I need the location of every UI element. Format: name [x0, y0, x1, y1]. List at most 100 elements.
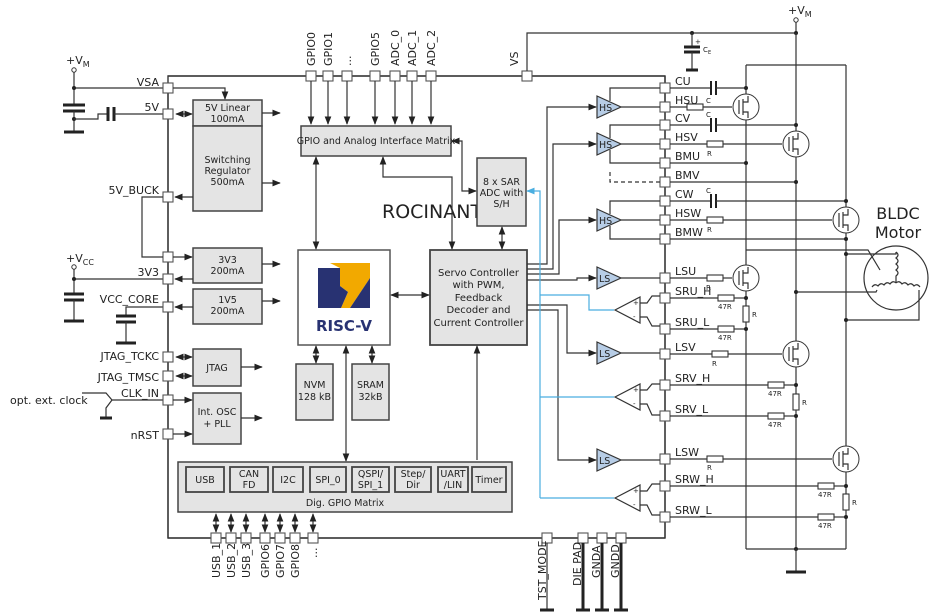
pin-jtag-tmsc-pad[interactable]: [162, 370, 174, 382]
pin-pad[interactable]: [659, 292, 671, 304]
pin-gndd-pad[interactable]: [615, 532, 627, 544]
pin-3v3-in-pad[interactable]: [162, 251, 174, 263]
pin-gpio7-pad[interactable]: [274, 532, 286, 544]
pin-usb1: USB_1: [210, 532, 223, 578]
pin-pad[interactable]: [659, 157, 671, 169]
svg-text:ADC with: ADC with: [480, 188, 524, 199]
svg-text:HS: HS: [599, 216, 612, 227]
pin-bmu: BMU: [659, 150, 700, 169]
pin-gpio8-pad[interactable]: [289, 532, 301, 544]
buck-feedback-wire: [141, 196, 163, 258]
pin-pad[interactable]: [659, 82, 671, 94]
pin-label: LSV: [675, 341, 696, 354]
mosfet-high-v: [782, 130, 810, 158]
pin-gpio6-pad[interactable]: [259, 532, 271, 544]
pin-adc0-pad[interactable]: [389, 70, 401, 82]
pin-usb3-pad[interactable]: [240, 532, 252, 544]
pin-gpio8: GPIO8: [289, 532, 302, 578]
elcap-ce: + C E: [684, 31, 711, 72]
pin-pad[interactable]: [659, 176, 671, 188]
pin-3v3-pad[interactable]: [162, 273, 174, 285]
svg-text:3V3: 3V3: [218, 255, 237, 266]
svg-text:200mA: 200mA: [211, 266, 245, 277]
svg-text:VSA: VSA: [137, 76, 160, 89]
svg-text:Motor: Motor: [875, 223, 922, 242]
pin-nrst-pad[interactable]: [162, 428, 174, 440]
svg-text:C: C: [706, 111, 711, 119]
pin-pad[interactable]: [659, 233, 671, 245]
sense-amp-w: +-: [613, 483, 660, 516]
block-int-osc-pll: Int. OSC + PLL: [192, 392, 242, 445]
pin-gnda-pad[interactable]: [596, 532, 608, 544]
svg-text:R: R: [752, 311, 757, 319]
mosfet-low-w: [832, 445, 860, 473]
svg-text:LS: LS: [599, 349, 610, 360]
pin-adc2: ADC_2: [425, 30, 438, 82]
sense-amp-u: +-: [613, 295, 660, 327]
svg-text:CLK_IN: CLK_IN: [121, 387, 159, 400]
pin-pad[interactable]: [659, 410, 671, 422]
block-riscv-cpu: RISC-V: [297, 249, 391, 346]
pin-gpio-more-bottom: ...: [307, 532, 320, 559]
pin-gpio-more: ...: [341, 56, 354, 82]
pin-gpio5-pad[interactable]: [369, 70, 381, 82]
pin-label: SRW_L: [675, 504, 713, 517]
pin-jtag-tckc-pad[interactable]: [162, 351, 174, 363]
pin-pad[interactable]: [659, 214, 671, 226]
pin-label: SRW_H: [675, 473, 714, 486]
svg-text:ADC_2: ADC_2: [425, 30, 438, 66]
pin-pad[interactable]: [659, 323, 671, 335]
pin-3v3: 3V3: [137, 266, 174, 285]
pin-gpio1-pad[interactable]: [322, 70, 334, 82]
pin-pad[interactable]: [659, 272, 671, 284]
svg-text:JTAG: JTAG: [205, 363, 228, 374]
block-5v-linear: 5V Linear 100mA: [192, 99, 263, 127]
pin-die-pad-pad[interactable]: [577, 532, 589, 544]
svg-text:Switching: Switching: [204, 155, 250, 166]
pin-label: HSV: [675, 131, 698, 144]
pin-pad[interactable]: [659, 453, 671, 465]
vm-supply-left: +VM: [63, 54, 168, 134]
svg-text:32kB: 32kB: [358, 392, 382, 403]
block-sram: SRAM 32kB: [351, 363, 390, 421]
pin-vcc-core-pad[interactable]: [162, 301, 174, 313]
pin-gpio-more-bottom-pad[interactable]: [307, 532, 319, 544]
svg-text:USB_3: USB_3: [240, 543, 253, 578]
svg-text:...: ...: [307, 548, 320, 559]
svg-text:GNDA: GNDA: [590, 545, 603, 578]
svg-text:...: ...: [341, 56, 354, 67]
pin-label: SRU_H: [675, 285, 711, 298]
pin-pad[interactable]: [659, 138, 671, 150]
svg-text:47R: 47R: [718, 334, 732, 342]
svg-text:USB_2: USB_2: [225, 543, 238, 578]
pin-gpio0-pad[interactable]: [305, 70, 317, 82]
pin-pad[interactable]: [659, 348, 671, 360]
pin-usb2-pad[interactable]: [225, 532, 237, 544]
svg-text:47R: 47R: [768, 421, 782, 429]
pin-clk-in-pad[interactable]: [162, 394, 174, 406]
pin-pad[interactable]: [659, 480, 671, 492]
pin-gpio-more-pad[interactable]: [341, 70, 353, 82]
pin-pad[interactable]: [659, 379, 671, 391]
hs-driver-v: HS: [596, 124, 660, 164]
pin-pad[interactable]: [659, 101, 671, 113]
pin-adc1-pad[interactable]: [406, 70, 418, 82]
pin-pad[interactable]: [659, 119, 671, 131]
pin-label: BMV: [675, 169, 700, 182]
pin-label: HSW: [675, 207, 701, 220]
block-1v5-ldo: 1V5 200mA: [192, 288, 263, 325]
pin-usb1-pad[interactable]: [210, 532, 222, 544]
svg-text:BLDC: BLDC: [876, 204, 919, 223]
pin-pad[interactable]: [659, 195, 671, 207]
pin-5v-pad[interactable]: [162, 108, 174, 120]
pin-vsa-pad[interactable]: [162, 82, 174, 94]
pin-5v-buck-pad[interactable]: [162, 191, 174, 203]
pin-vs-pad[interactable]: [521, 70, 533, 82]
pin-pad[interactable]: [659, 511, 671, 523]
mosfets: [732, 93, 860, 473]
pin-adc2-pad[interactable]: [425, 70, 437, 82]
svg-text:-: -: [633, 400, 636, 408]
pin-5v: 5V: [144, 101, 174, 120]
svg-text:S/H: S/H: [493, 199, 509, 210]
